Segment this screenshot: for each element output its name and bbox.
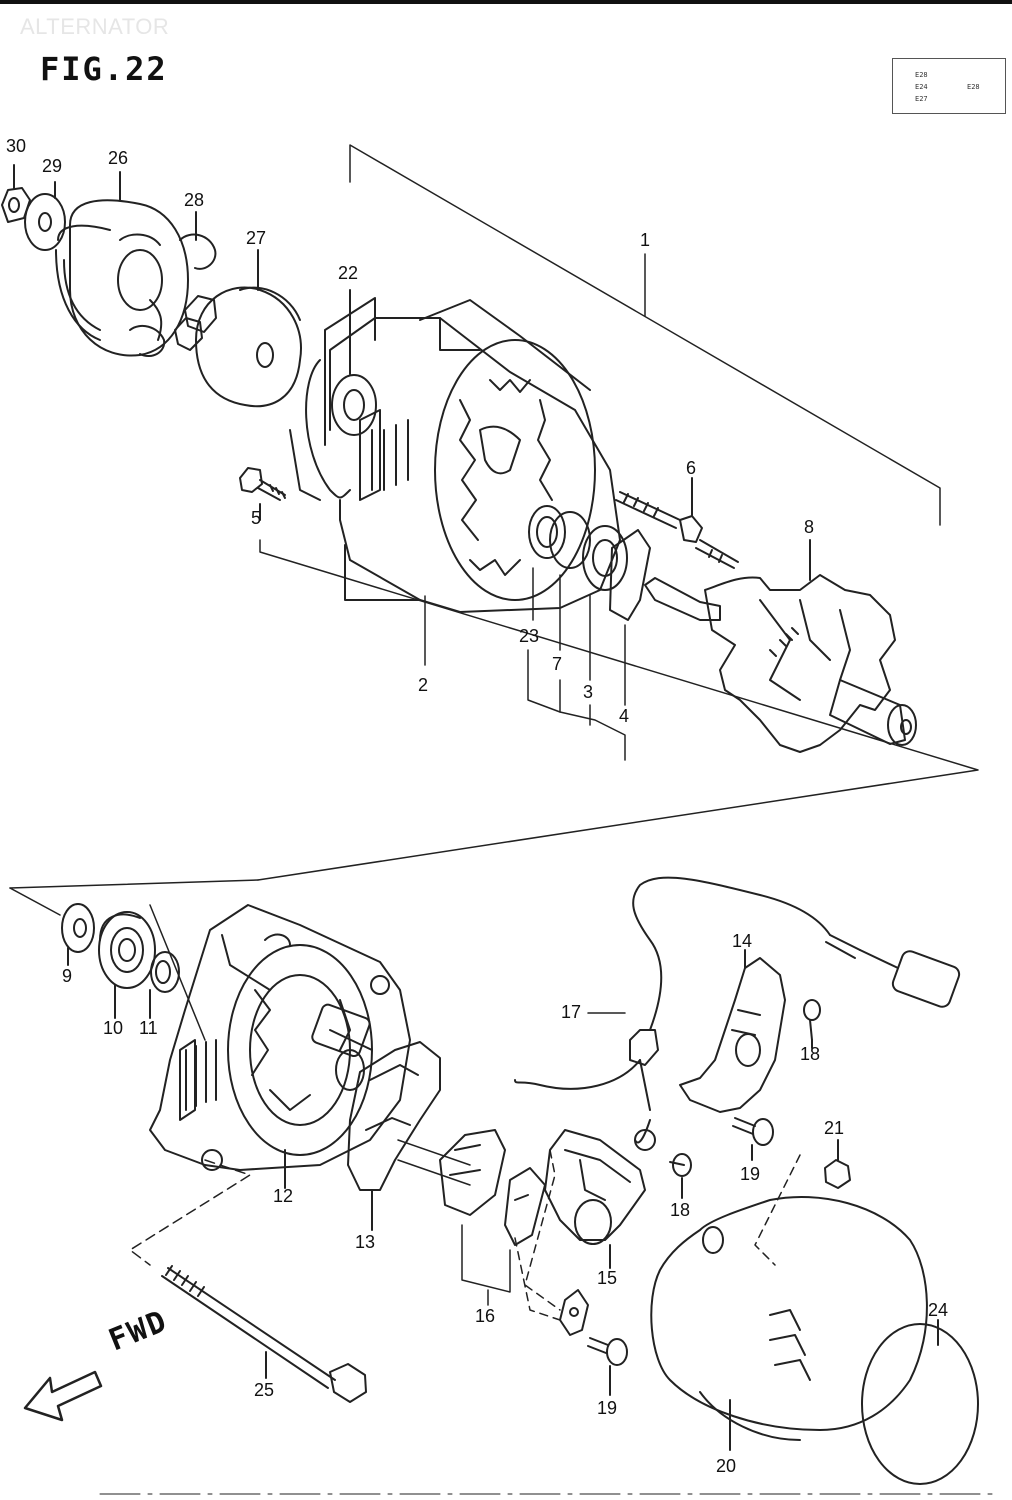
callout-4: 4: [619, 706, 629, 726]
callout-8: 8: [804, 517, 814, 537]
callout-10: 10: [103, 1018, 123, 1038]
callout-18: 18: [670, 1200, 690, 1220]
part-15-regulator: [544, 1129, 646, 1269]
callout-26: 26: [108, 148, 128, 168]
callout-25: 25: [254, 1380, 274, 1400]
model-code: E28: [915, 71, 928, 79]
part-28-spacers: [129, 211, 217, 358]
front-housing-upper: [289, 289, 621, 613]
part-4-retainer-plate: [609, 529, 651, 621]
callout-17: 17: [561, 1002, 581, 1022]
callout-20: 20: [716, 1456, 736, 1476]
parts-2-23-7-3-4-leaders: [424, 567, 626, 761]
plate-guide-line: [514, 1237, 561, 1321]
callout-28: 28: [184, 190, 204, 210]
callout-7: 7: [552, 654, 562, 674]
part-25-through-bolt: [161, 1265, 367, 1403]
model-code: E24: [915, 83, 928, 91]
bolt-guide-line: [129, 1159, 251, 1266]
callout-27: 27: [246, 228, 266, 248]
callout-5: 5: [251, 508, 261, 528]
part-8-rotor: [644, 539, 917, 753]
callout-11: 11: [139, 1018, 158, 1038]
callout-9: 9: [62, 966, 72, 986]
part-6-stud: [615, 477, 739, 569]
part-5-bolt: [239, 467, 286, 521]
part-17-wire-harness: [514, 876, 961, 1151]
callout-21: 21: [824, 1118, 844, 1138]
callout-29: 29: [42, 156, 62, 176]
part-21-nut: [824, 1139, 851, 1189]
part-29-washer: [24, 181, 66, 251]
callout-13: 13: [355, 1232, 375, 1252]
assembly-bracket-upper: [9, 144, 979, 916]
part-20-rear-cover: [650, 1154, 928, 1451]
callout-23: 23: [519, 626, 539, 646]
part-24-cap: [861, 1319, 979, 1485]
model-code: E28: [967, 83, 980, 91]
part-13-rectifier: [347, 1041, 471, 1231]
part-12-rear-housing: [149, 904, 411, 1189]
part-11-ring: [149, 951, 180, 1019]
part-19-screw-upper: [732, 1117, 774, 1161]
callout-6: 6: [686, 458, 696, 478]
bracket-plate: [559, 1289, 589, 1336]
callout-18: 18: [800, 1044, 820, 1064]
part-27-fan-disk: [195, 249, 302, 408]
top-border-rule: [0, 0, 1012, 4]
callout-19: 19: [597, 1398, 617, 1418]
part-18-screw-upper: [803, 999, 821, 1049]
model-code-box: E28 E24 E27 E28: [892, 58, 1006, 114]
callout-2: 2: [418, 675, 428, 695]
part-10-bearing: [98, 911, 156, 1019]
callout-1: 1: [640, 230, 650, 250]
part-3-bearing: [582, 525, 628, 591]
watermark-text: ALTERNATOR: [20, 14, 170, 39]
part-7-ring: [549, 511, 591, 569]
figure-title: FIG.22: [40, 50, 168, 88]
callout-14: 14: [732, 931, 752, 951]
callout-15: 15: [597, 1268, 617, 1288]
callout-24: 24: [928, 1300, 948, 1320]
part-19-screw-lower: [587, 1337, 628, 1396]
callout-12: 12: [273, 1186, 293, 1206]
shaft-axis-line: [149, 904, 206, 1041]
part-18-screw-lower: [669, 1153, 692, 1199]
callout-30: 30: [6, 136, 26, 156]
part-9-washer: [61, 903, 95, 966]
callout-22: 22: [338, 263, 358, 283]
forward-arrow-icon: [23, 1370, 103, 1422]
part-16-brush-holder: [439, 1129, 546, 1306]
model-code: E27: [915, 95, 928, 103]
part-23-bearing: [528, 505, 566, 559]
callout-3: 3: [583, 682, 593, 702]
dashed-guide-line: [524, 1149, 561, 1311]
callout-16: 16: [475, 1306, 495, 1326]
part-14-terminal-cover: [679, 949, 786, 1113]
callout-19: 19: [740, 1164, 760, 1184]
part-26-pulley: [55, 171, 189, 357]
part-30-nut: [1, 164, 31, 223]
